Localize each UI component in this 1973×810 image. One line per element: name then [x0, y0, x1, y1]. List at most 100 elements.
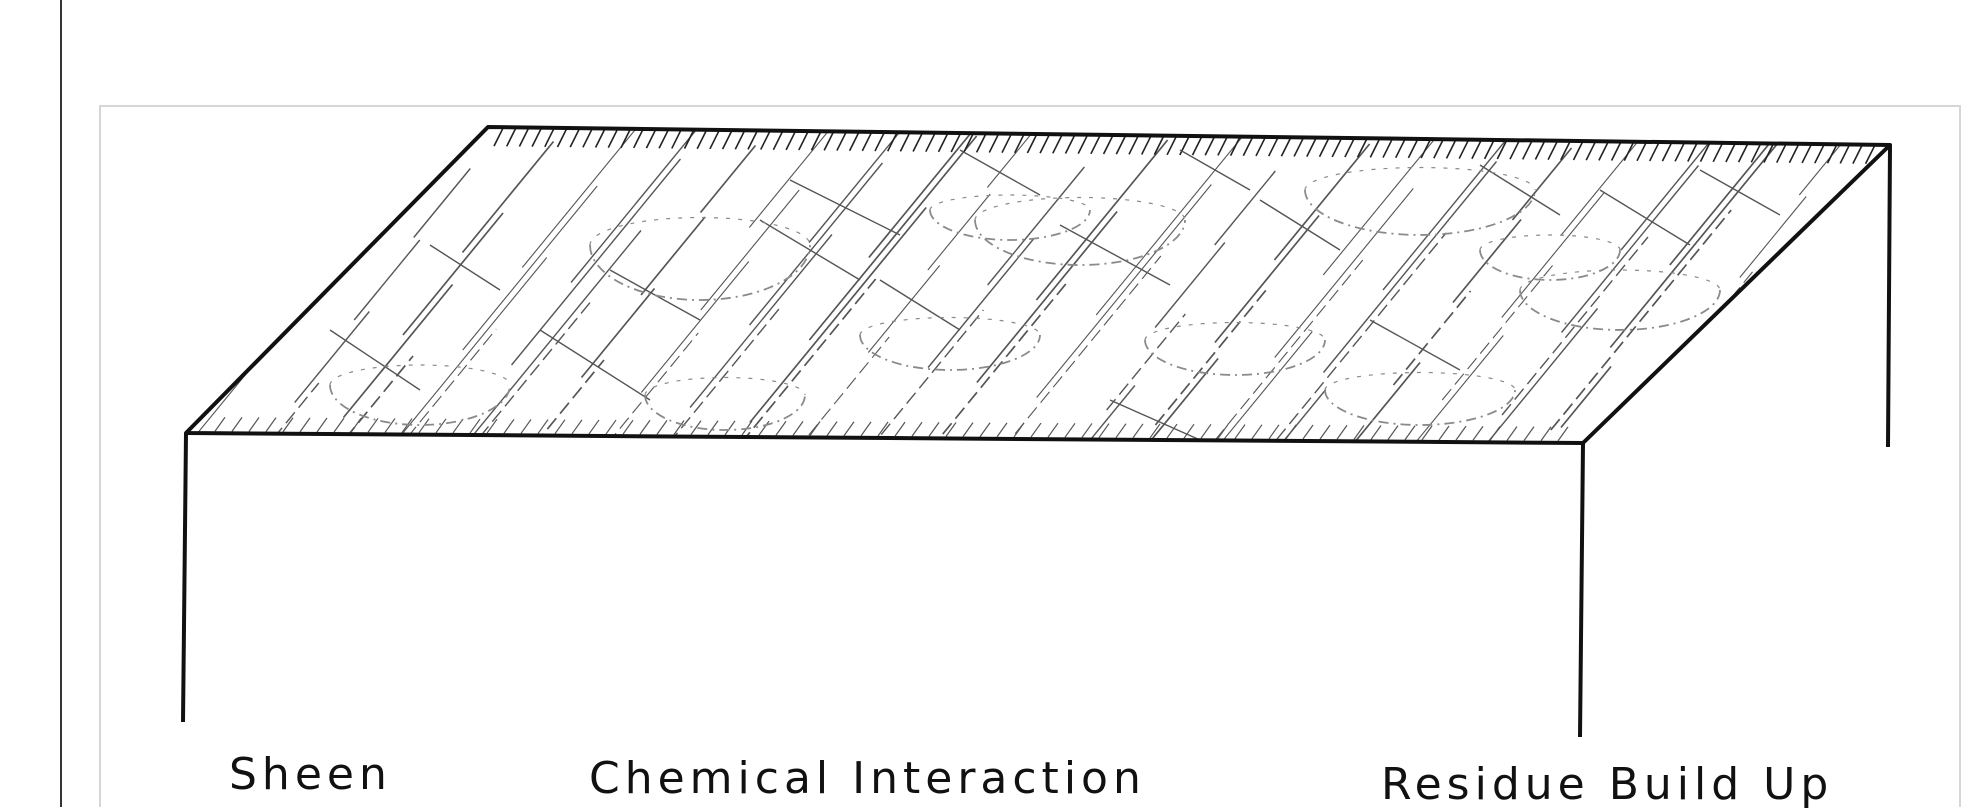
- front-edge-tick: [350, 417, 362, 433]
- hatch-stroke: [1106, 313, 1186, 411]
- hatch-stroke: [868, 127, 1028, 259]
- cross-stroke: [1369, 319, 1461, 371]
- hatch-stroke: [976, 210, 1118, 384]
- hatch-stroke: [1274, 188, 1414, 358]
- edge-tick: [1585, 139, 1597, 161]
- front-edge-tick: [758, 420, 770, 436]
- edge-tick: [1217, 135, 1229, 156]
- front-edge-tick: [1438, 425, 1450, 441]
- hatch-stroke: [1154, 242, 1226, 328]
- hatch-stroke: [294, 311, 370, 403]
- edge-tick: [1598, 139, 1610, 161]
- hatch-stroke: [808, 127, 934, 243]
- edge-tick: [1636, 140, 1648, 162]
- front-edge-tick: [435, 418, 447, 434]
- edge-tick: [709, 128, 721, 150]
- front-edge-tick: [843, 421, 855, 437]
- edge-tick: [683, 128, 696, 149]
- droplet-outline: [589, 244, 811, 301]
- cross-stroke: [609, 269, 701, 321]
- edge-tick: [569, 127, 581, 148]
- edge-tick: [1306, 136, 1318, 157]
- front-edge-tick: [945, 422, 957, 437]
- edge-tick: [759, 129, 772, 150]
- edge-tick: [1471, 138, 1483, 160]
- hatch-stroke: [224, 181, 396, 391]
- edge-tick: [1382, 137, 1394, 158]
- droplet-outline: [1519, 269, 1721, 291]
- illustration-frame: [99, 105, 1961, 807]
- cross-stroke: [1109, 399, 1201, 441]
- droplet-outline: [1304, 166, 1536, 191]
- hatch-stroke: [1501, 192, 1605, 318]
- edge-tick: [1394, 137, 1407, 159]
- hatch-stroke: [413, 168, 471, 238]
- front-edge-tick: [1319, 424, 1331, 440]
- edge-tick: [582, 127, 594, 148]
- cross-stroke: [1059, 224, 1171, 286]
- edge-tick: [1064, 133, 1077, 154]
- hatch-stroke: [1273, 143, 1371, 261]
- edge-tick: [925, 131, 937, 153]
- cross-stroke: [959, 149, 1041, 196]
- front-edge-tick: [248, 417, 260, 432]
- edge-tick: [1166, 134, 1178, 156]
- front-edge-tick: [1132, 423, 1144, 439]
- hatch-stroke: [1333, 361, 1421, 443]
- edge-tick: [1699, 141, 1712, 163]
- hatch-stroke: [353, 239, 421, 321]
- edge-tick: [1140, 134, 1153, 155]
- front-edge-tick: [775, 420, 787, 436]
- edge-tick: [810, 129, 823, 151]
- hatch-stroke: [1452, 218, 1522, 304]
- hatch-stroke: [927, 238, 1035, 368]
- hatch-stroke: [1382, 335, 1504, 443]
- droplet-outline: [329, 364, 511, 386]
- edge-tick: [1115, 133, 1128, 155]
- hatch-stroke: [1214, 259, 1364, 441]
- hatch-stroke: [689, 278, 877, 443]
- edge-tick: [937, 131, 950, 153]
- droplet-outline: [1324, 389, 1516, 426]
- edge-tick: [1445, 138, 1458, 159]
- edge-tick: [1344, 136, 1356, 158]
- droplet-outline: [1479, 234, 1621, 251]
- edge-tick: [1420, 137, 1432, 159]
- hatch-stroke: [570, 127, 732, 283]
- cross-stroke: [1699, 169, 1781, 216]
- edge-tick: [823, 130, 835, 151]
- edge-tick: [1001, 132, 1013, 154]
- edge-tick: [975, 131, 988, 153]
- front-edge-tick: [1183, 423, 1195, 439]
- hatch-stroke: [283, 127, 447, 308]
- hatch-stroke: [1728, 284, 1884, 443]
- droplet-outline: [974, 219, 1186, 266]
- cross-stroke: [1479, 164, 1561, 216]
- front-edge-tick: [1081, 423, 1093, 438]
- hatch-stroke: [868, 309, 984, 443]
- hatch-stroke: [461, 140, 555, 254]
- front-edge-tick: [860, 421, 872, 437]
- front-edge-tick: [486, 418, 498, 434]
- front-edge-tick: [571, 419, 583, 435]
- edge-tick: [1039, 132, 1051, 154]
- front-edge-tick: [1455, 425, 1467, 441]
- front-edge-tick: [1387, 425, 1399, 440]
- edge-tick: [696, 128, 708, 150]
- edge-tick: [658, 127, 670, 149]
- front-edge-tick: [1404, 425, 1416, 441]
- droplet-outline: [974, 196, 1186, 221]
- front-edge-tick: [520, 419, 532, 434]
- edge-tick: [1648, 140, 1661, 162]
- edge-tick: [886, 130, 899, 152]
- edge-tick: [1826, 142, 1839, 164]
- front-left-edge: [181, 432, 188, 723]
- edge-tick: [1839, 143, 1851, 164]
- edge-tick: [607, 127, 620, 148]
- edge-tick: [874, 130, 886, 152]
- front-edge-tick: [1149, 423, 1161, 439]
- edge-tick: [1229, 135, 1242, 156]
- droplet-outline: [1324, 371, 1516, 391]
- hatch-stroke: [987, 166, 1085, 286]
